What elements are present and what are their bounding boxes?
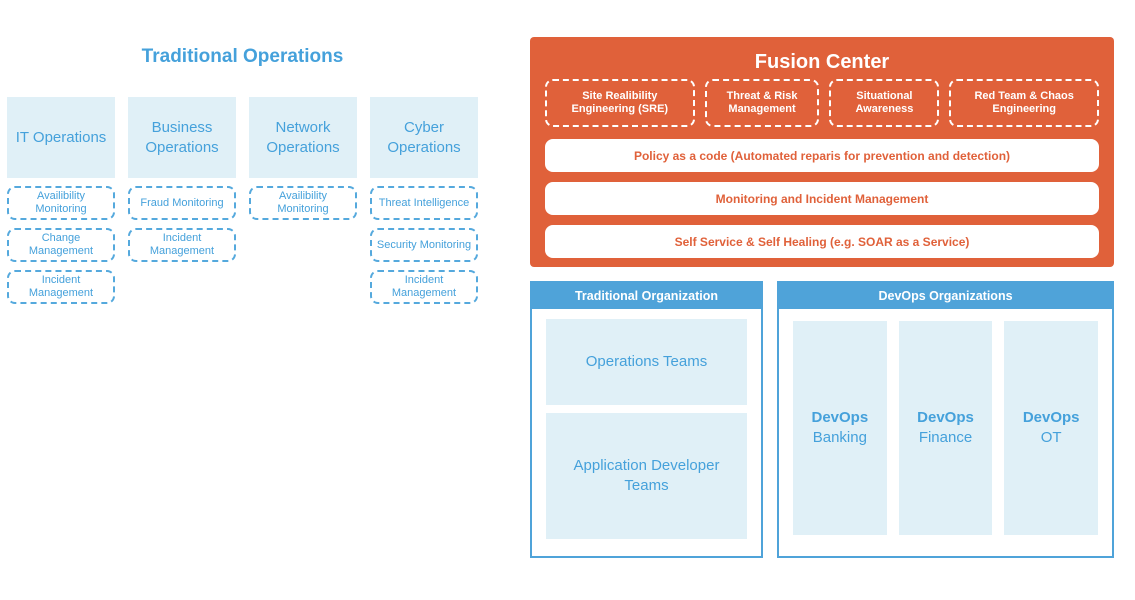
traditional-organization-header: Traditional Organization bbox=[532, 283, 761, 309]
devops-banking-column: DevOps Banking bbox=[793, 321, 887, 535]
devops-finance-column: DevOps Finance bbox=[898, 321, 993, 535]
fusion-services-stack: Policy as a code (Automated reparis for … bbox=[545, 139, 1099, 258]
ops-header-cyber-operations: Cyber Operations bbox=[370, 97, 478, 178]
ops-item-incident-management: Incident Management bbox=[7, 270, 115, 304]
operations-teams-box: Operations Teams bbox=[546, 319, 747, 405]
ops-column-cyber: Cyber Operations Threat Intelligence Sec… bbox=[370, 97, 478, 304]
ops-item-threat-intelligence: Threat Intelligence bbox=[370, 186, 478, 220]
traditional-organization-body: Operations Teams Application Developer T… bbox=[532, 309, 761, 539]
devops-banking-unit: Banking bbox=[812, 429, 867, 446]
capability-threat-risk-management: Threat & Risk Management bbox=[704, 79, 820, 127]
devops-ot-column: DevOps OT bbox=[1004, 321, 1099, 535]
ops-item-incident-management: Incident Management bbox=[370, 270, 478, 304]
ops-item-change-management: Change Management bbox=[7, 228, 115, 262]
devops-finance-name: DevOps bbox=[917, 409, 974, 426]
fusion-center-panel: Fusion Center Site Realibility Engineeri… bbox=[530, 37, 1114, 267]
service-policy-as-code: Policy as a code (Automated reparis for … bbox=[545, 139, 1099, 172]
fusion-center-title: Fusion Center bbox=[754, 51, 890, 73]
ops-column-business: Business Operations Fraud Monitoring Inc… bbox=[128, 97, 236, 304]
devops-banking-name: DevOps bbox=[811, 409, 869, 426]
ops-item-fraud-monitoring: Fraud Monitoring bbox=[128, 186, 236, 220]
devops-finance-unit: Finance bbox=[918, 429, 973, 446]
capability-sre: Site Realibility Engineering (SRE) bbox=[545, 79, 695, 127]
capability-red-team-chaos: Red Team & Chaos Engineering bbox=[949, 79, 1099, 127]
devops-organizations-box: DevOps Organizations DevOps Banking DevO… bbox=[777, 281, 1114, 558]
devops-ot-unit: OT bbox=[1040, 429, 1062, 446]
devops-organizations-body: DevOps Banking DevOps Finance DevOps OT bbox=[779, 309, 1112, 535]
ops-header-network-operations: Network Operations bbox=[249, 97, 357, 178]
service-self-service-self-healing: Self Service & Self Healing (e.g. SOAR a… bbox=[545, 225, 1099, 258]
traditional-operations-grid: IT Operations Availibility Monitoring Ch… bbox=[7, 97, 478, 304]
ops-item-availibility-monitoring: Availibility Monitoring bbox=[249, 186, 357, 220]
devops-ot-name: DevOps bbox=[1022, 409, 1080, 426]
service-monitoring-incident-management: Monitoring and Incident Management bbox=[545, 182, 1099, 215]
devops-organizations-header: DevOps Organizations bbox=[779, 283, 1112, 309]
ops-column-it: IT Operations Availibility Monitoring Ch… bbox=[7, 97, 115, 304]
fusion-capabilities-row: Site Realibility Engineering (SRE) Threa… bbox=[545, 79, 1099, 127]
ops-column-network: Network Operations Availibility Monitori… bbox=[249, 97, 357, 304]
ops-header-business-operations: Business Operations bbox=[128, 97, 236, 178]
ops-item-availibility-monitoring: Availibility Monitoring bbox=[7, 186, 115, 220]
traditional-organization-box: Traditional Organization Operations Team… bbox=[530, 281, 763, 558]
traditional-operations-title: Traditional Operations bbox=[141, 46, 344, 67]
ops-item-incident-management: Incident Management bbox=[128, 228, 236, 262]
capability-situational-awareness: Situational Awareness bbox=[829, 79, 940, 127]
ops-item-security-monitoring: Security Monitoring bbox=[370, 228, 478, 262]
ops-header-it-operations: IT Operations bbox=[7, 97, 115, 178]
application-developer-teams-box: Application Developer Teams bbox=[546, 413, 747, 539]
